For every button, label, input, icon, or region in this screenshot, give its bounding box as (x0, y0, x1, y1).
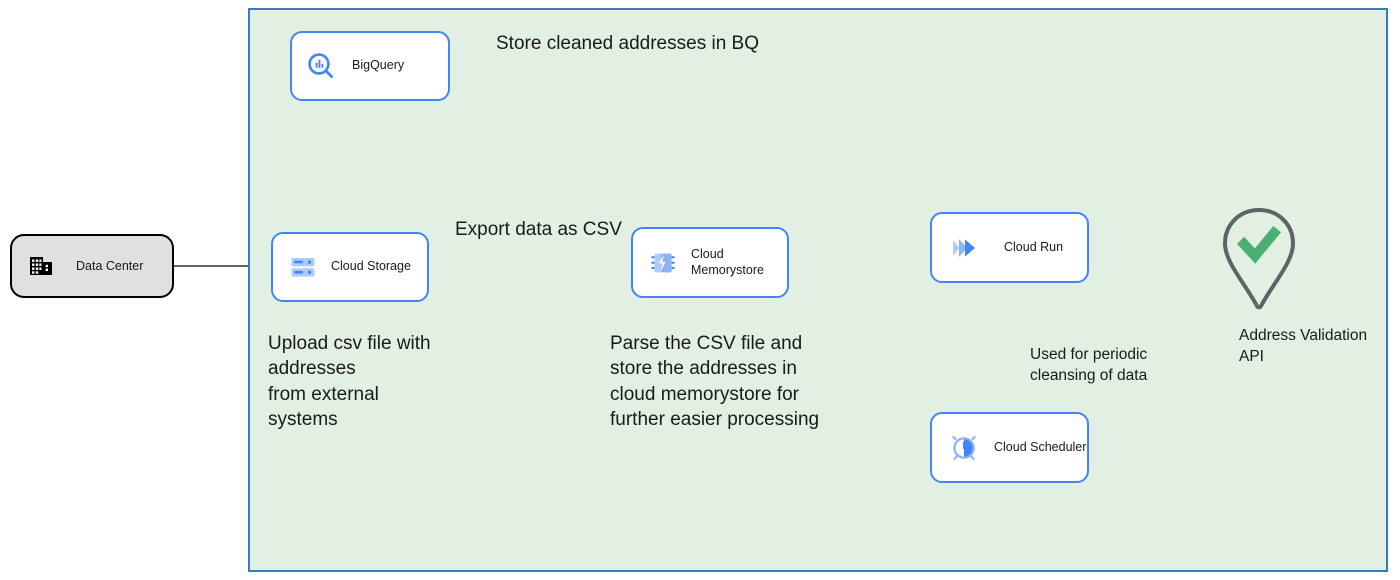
bigquery-icon (306, 51, 336, 81)
node-cloud-run[interactable]: Cloud Run (930, 212, 1089, 283)
edge-label-periodic-cleansing: Used for periodic cleansing of data (1030, 346, 1148, 384)
node-label-address-validation-api: Address Validation API (1239, 327, 1368, 365)
node-label: Cloud Scheduler (994, 439, 1087, 454)
cloud-run-icon (948, 233, 980, 263)
cloud-scheduler-icon (950, 434, 978, 462)
note-parse-csv: Parse the CSV file and store the address… (610, 333, 820, 430)
node-data-center[interactable]: Data Center (10, 234, 174, 298)
node-label: BigQuery (352, 58, 405, 73)
node-address-validation-api[interactable] (1216, 206, 1302, 311)
cloud-memorystore-icon (649, 249, 677, 277)
node-label: Data Center (76, 259, 144, 273)
node-cloud-scheduler[interactable]: Cloud Scheduler (930, 412, 1089, 483)
node-label: Cloud Storage (331, 259, 411, 274)
node-cloud-storage[interactable]: Cloud Storage (271, 232, 429, 302)
node-label: Cloud Run (1004, 239, 1064, 254)
node-cloud-memorystore[interactable]: Cloud Memorystore (631, 227, 789, 298)
google-cloud-boundary (248, 8, 1388, 572)
note-upload-csv: Upload csv file with addresses from exte… (268, 333, 431, 430)
node-bigquery[interactable]: BigQuery (290, 31, 450, 101)
cloud-storage-icon (289, 253, 317, 281)
edge-label-store-in-bq: Store cleaned addresses in BQ (496, 33, 759, 54)
edge-label-export-csv: Export data as CSV (455, 219, 622, 240)
datacenter-building-icon (28, 253, 54, 279)
map-pin-check-icon (1216, 206, 1302, 311)
node-label: Cloud Memorystore (691, 246, 764, 277)
